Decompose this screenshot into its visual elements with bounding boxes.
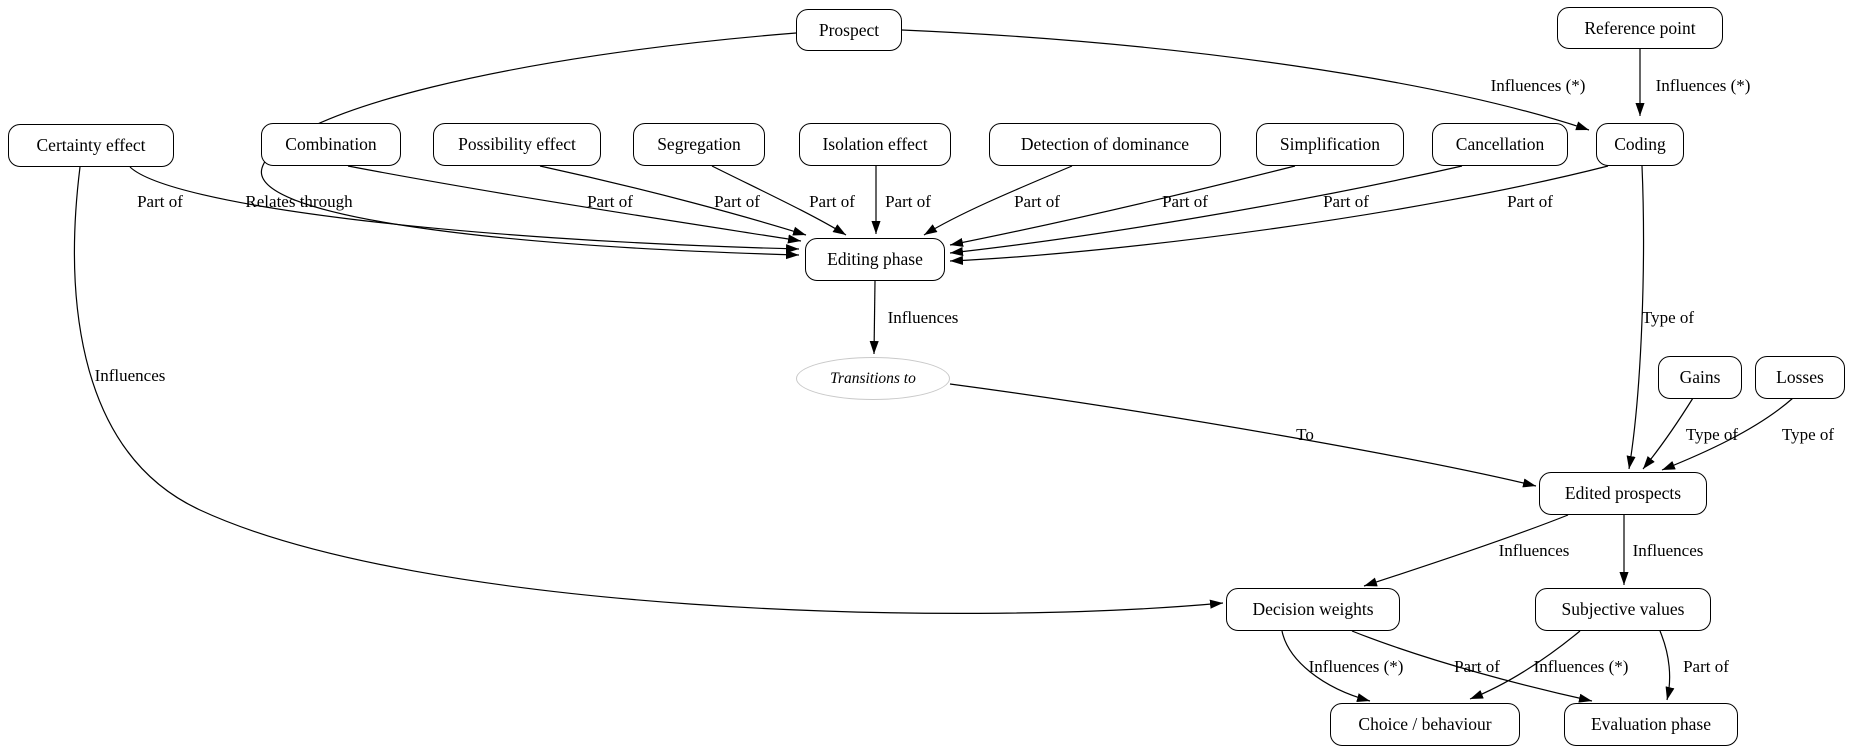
edge-transitions-to-edited-prospects (949, 383, 1537, 488)
edge-label-edited-prospects-subjective-values: Influences (1632, 541, 1704, 560)
edge-possibility-effect-editing-phase (539, 165, 807, 236)
edge-detection-of-dominance-editing-phase (923, 165, 1073, 236)
node-prospect: Prospect (796, 9, 902, 51)
node-edited-prospects: Edited prospects (1539, 472, 1707, 515)
node-possibility-effect: Possibility effect (433, 123, 601, 166)
edge-label-edited-prospects-decision-weights: Influences (1498, 541, 1570, 560)
edge-subjective-values-evaluation-phase (1659, 630, 1675, 701)
edge-coding-editing-phase (949, 165, 1609, 265)
edge-cancellation-editing-phase (949, 165, 1463, 257)
edge-label-isolation-effect-editing-phase: Part of (885, 192, 931, 211)
node-gains: Gains (1658, 356, 1742, 399)
edge-label-reference-point-coding: Influences (*) (1655, 76, 1751, 95)
edge-label-combination-editing-phase: Part of (587, 192, 633, 211)
node-combination: Combination (261, 123, 401, 166)
edge-label-editing-phase-transitions-to: Influences (887, 308, 959, 327)
node-choice-behaviour: Choice / behaviour (1330, 703, 1520, 746)
edge-label-losses-edited-prospects: Type of (1781, 425, 1835, 444)
edge-label-simplification-editing-phase: Part of (1162, 192, 1208, 211)
node-cancellation: Cancellation (1432, 123, 1568, 166)
edge-editing-phase-transitions-to (869, 280, 879, 355)
edge-label-decision-weights-choice-behaviour: Influences (*) (1308, 657, 1404, 676)
node-transitions-to: Transitions to (796, 357, 950, 400)
edge-losses-edited-prospects (1661, 397, 1794, 471)
edge-label-certainty-effect-decision-weights: Influences (94, 366, 166, 385)
edge-combination-editing-phase (347, 165, 802, 244)
edge-prospect-editing-phase (260, 32, 800, 260)
node-losses: Losses (1755, 356, 1845, 399)
node-subjective-values: Subjective values (1535, 588, 1711, 631)
edge-label-coding-editing-phase: Part of (1507, 192, 1553, 211)
edge-label-cancellation-editing-phase: Part of (1323, 192, 1369, 211)
edge-edited-prospects-decision-weights (1363, 514, 1569, 587)
edge-segregation-editing-phase (711, 165, 847, 236)
edge-simplification-editing-phase (949, 165, 1296, 247)
edge-certainty-effect-editing-phase (129, 166, 800, 254)
edge-label-coding-edited-prospects: Type of (1641, 308, 1695, 327)
edge-label-subjective-values-evaluation-phase: Part of (1683, 657, 1729, 676)
edge-label-gains-edited-prospects: Type of (1685, 425, 1739, 444)
node-coding: Coding (1596, 123, 1684, 166)
node-simplification: Simplification (1256, 123, 1404, 166)
edge-label-prospect-coding: Influences (*) (1490, 76, 1586, 95)
node-detection-of-dominance: Detection of dominance (989, 123, 1221, 166)
edge-label-decision-weights-evaluation-phase: Part of (1454, 657, 1500, 676)
edge-subjective-values-choice-behaviour (1469, 630, 1581, 700)
node-isolation-effect: Isolation effect (799, 123, 951, 166)
node-certainty-effect: Certainty effect (8, 124, 174, 167)
edge-prospect-coding (901, 29, 1590, 131)
edge-decision-weights-evaluation-phase (1351, 630, 1593, 703)
edge-gains-edited-prospects (1642, 397, 1694, 470)
edge-certainty-effect-decision-weights (73, 166, 1224, 614)
node-evaluation-phase: Evaluation phase (1564, 703, 1738, 746)
node-editing-phase: Editing phase (805, 238, 945, 281)
node-decision-weights: Decision weights (1226, 588, 1400, 631)
edge-label-subjective-values-choice-behaviour: Influences (*) (1533, 657, 1629, 676)
edge-coding-edited-prospects (1626, 165, 1645, 470)
node-segregation: Segregation (633, 123, 765, 166)
node-reference-point: Reference point (1557, 7, 1723, 49)
edge-label-segregation-editing-phase: Part of (809, 192, 855, 211)
edge-label-transitions-to-edited-prospects: To (1296, 425, 1314, 444)
edge-label-certainty-effect-editing-phase: Part of (137, 192, 183, 211)
edge-label-prospect-editing-phase: Relates through (245, 192, 353, 211)
edge-label-possibility-effect-editing-phase: Part of (714, 192, 760, 211)
edge-decision-weights-choice-behaviour (1281, 630, 1371, 702)
edge-label-detection-of-dominance-editing-phase: Part of (1014, 192, 1060, 211)
